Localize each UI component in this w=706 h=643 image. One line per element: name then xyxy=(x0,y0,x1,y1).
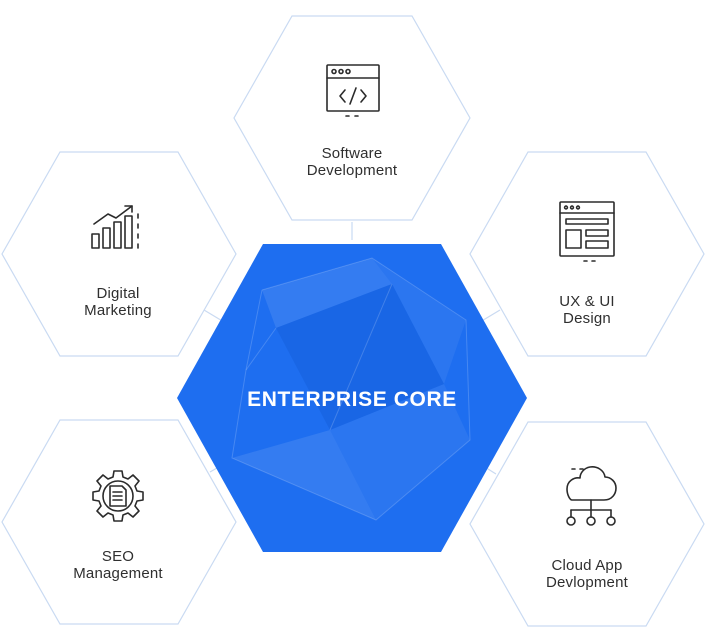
growth-chart-icon xyxy=(91,205,139,249)
label-digital-line2: Marketing xyxy=(84,302,152,319)
label-seo-line2: Management xyxy=(73,565,163,582)
cloud-network-icon xyxy=(566,466,617,526)
hex-software-development[interactable]: Software Development xyxy=(233,15,471,221)
crystal-decoration xyxy=(231,257,471,521)
hex-cloud-app-development[interactable]: Cloud App Devlopment xyxy=(469,421,705,627)
gear-document-icon xyxy=(92,470,144,522)
hex-seo-management[interactable]: SEO Management xyxy=(1,419,237,625)
wireframe-layout-icon xyxy=(559,201,615,262)
label-cloud-line1: Cloud App xyxy=(551,557,622,574)
label-software-line1: Software xyxy=(322,145,383,162)
core-title: ENTERPRISE CORE xyxy=(247,388,457,411)
label-seo-line1: SEO xyxy=(102,548,134,565)
hex-enterprise-core[interactable]: ENTERPRISE CORE xyxy=(177,244,527,552)
code-window-icon xyxy=(326,64,380,117)
label-software-line2: Development xyxy=(307,162,398,179)
label-ux-line2: Design xyxy=(563,310,611,327)
hex-ux-ui-design[interactable]: UX & UI Design xyxy=(469,151,705,357)
label-ux-line1: UX & UI xyxy=(559,293,615,310)
label-cloud-line2: Devlopment xyxy=(546,574,629,591)
hex-digital-marketing[interactable]: Digital Marketing xyxy=(1,151,237,357)
label-digital-line1: Digital xyxy=(96,285,139,302)
